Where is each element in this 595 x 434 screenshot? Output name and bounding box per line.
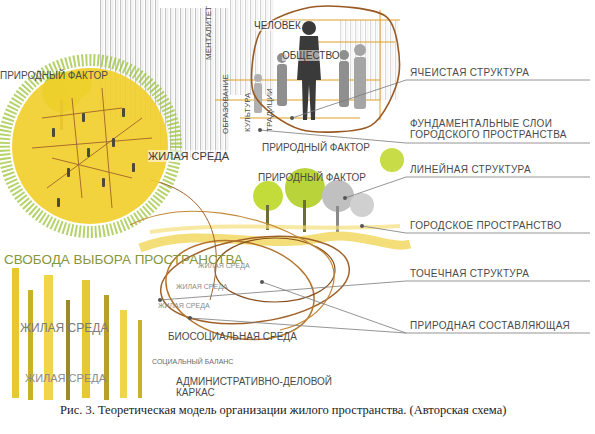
small-person <box>57 198 60 207</box>
node-label: ЧЕЛОВЕК <box>254 20 301 31</box>
leader-line <box>406 177 590 178</box>
leader-dot <box>260 280 264 284</box>
callout-label: ЯЧЕИСТАЯ СТРУКТУРА <box>410 67 529 78</box>
person-head <box>254 74 262 82</box>
callout-label: ТОЧЕЧНАЯ СТРУКТУРА <box>410 268 529 279</box>
leader-line <box>406 143 590 144</box>
vertical-label: КУЛЬТУРА <box>244 93 253 132</box>
person-head <box>302 21 316 35</box>
leader-dot <box>290 116 294 120</box>
diagram-label: ПРИРОДНЫЙ ФАКТОР <box>262 142 370 153</box>
diagram-label: ПРИРОДНЫЙ ФАКТОР <box>0 70 108 81</box>
small-person <box>102 178 105 187</box>
small-person <box>112 138 115 147</box>
network-line <box>72 98 82 198</box>
vertical-label: МЕНТАЛИТЕТ <box>205 6 214 60</box>
yellow-bar <box>104 295 109 400</box>
leader-line <box>406 281 590 282</box>
yellow-bar <box>138 320 142 398</box>
person-body <box>297 36 321 120</box>
small-person <box>52 128 55 137</box>
person-body <box>277 64 287 106</box>
small-person <box>87 148 90 157</box>
diagram-label: АДМИНИСТРАТИВНО-ДЕЛОВОЙ КАРКАС <box>176 376 348 398</box>
leader-line <box>160 281 406 300</box>
small-person <box>122 108 125 117</box>
small-person <box>132 163 135 172</box>
leader-dot <box>188 316 192 320</box>
yellow-bar <box>120 310 127 398</box>
yellow-disc <box>12 68 168 224</box>
leader-line <box>292 80 406 118</box>
network-line <box>47 118 142 188</box>
leader-dot <box>158 298 162 302</box>
small-person <box>67 168 70 177</box>
person-head <box>354 44 366 56</box>
loop-outline <box>252 6 400 132</box>
callout-label: ПРИРОДНАЯ СОСТАВЛЯЮЩАЯ <box>410 320 570 331</box>
leader-line <box>262 282 406 333</box>
node-outline <box>12 68 168 224</box>
tree <box>253 148 404 232</box>
diagram-label: ЖИЛАЯ СРЕДА <box>20 322 108 335</box>
diagram-label: ЖИЛАЯ СРЕДА <box>158 302 210 310</box>
leader-line <box>362 226 406 233</box>
network-line <box>32 138 152 148</box>
diagram-label: ЖИЛАЯ СРЕДА <box>25 372 106 384</box>
diagram-label: СОЦИАЛЬНЫЙ БАЛАНС <box>152 358 233 366</box>
network-line <box>102 88 112 208</box>
orange-line <box>380 10 381 120</box>
diagram-label: БИОСОЦИАЛЬНАЯ СРЕДА <box>168 331 297 342</box>
person-body <box>354 57 366 109</box>
small-person <box>82 113 85 122</box>
leader-line <box>406 80 590 81</box>
leader-dot <box>258 128 262 132</box>
node-label: ЖИЛАЯ СРЕДА <box>148 150 229 162</box>
orange-line <box>240 118 360 119</box>
yellow-bar <box>12 268 19 398</box>
human-figure <box>297 21 321 120</box>
diagram-label: ЖИЛАЯ СРЕДА <box>198 262 250 270</box>
person-body <box>339 61 349 107</box>
yellow-bar <box>66 300 70 400</box>
person-head <box>339 50 349 60</box>
callout-label: ГОРОДСКОЕ ПРОСТРАНСТВО <box>410 220 562 231</box>
callout-label: ФУНДАМЕНТАЛЬНЫЕ СЛОИ ГОРОДСКОГО ПРОСТРАН… <box>410 118 592 140</box>
brown-ring <box>157 227 324 352</box>
diagram-label: ЖИЛАЯ СРЕДА <box>176 283 228 291</box>
brown-ring <box>155 225 355 335</box>
brown-curve <box>130 211 334 330</box>
vertical-label: ТРАДИЦИИ <box>266 88 275 132</box>
leader-line <box>190 318 406 333</box>
tree-crown <box>380 148 404 172</box>
callout-label: ЛИНЕЙНАЯ СТРУКТУРА <box>410 164 531 175</box>
leader-line <box>406 333 590 334</box>
living-zone-circle: ЖИЛАЯ СРЕДА <box>12 68 168 224</box>
leader-dot <box>360 224 364 228</box>
tree-crown <box>350 193 374 217</box>
node-label: ОБЩЕСТВО <box>282 50 340 61</box>
figure-caption: Рис. 3. Теоретическая модель организации… <box>60 404 506 418</box>
green-ring <box>4 60 176 232</box>
vertical-label: ОБРАЗОВАНИЕ <box>222 74 231 134</box>
diagram-label: ПРИРОДНЫЙ ФАКТОР <box>258 172 366 183</box>
leader-dot <box>343 196 347 200</box>
stripe-field <box>230 0 275 95</box>
brown-curve <box>150 180 216 300</box>
leader-line <box>406 233 590 234</box>
